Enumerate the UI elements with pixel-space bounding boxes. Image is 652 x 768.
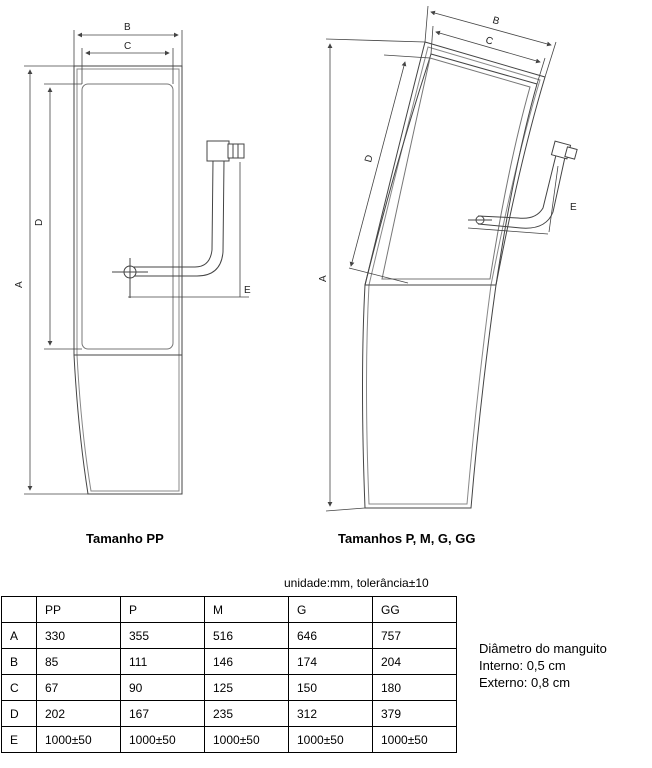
table-cell: 646 — [288, 622, 373, 649]
table-cell: 202 — [36, 700, 121, 727]
row-label: A — [1, 622, 37, 649]
table-cell: 204 — [372, 648, 457, 675]
table-header-row: PP P M G GG — [1, 596, 457, 623]
table-cell: 174 — [288, 648, 373, 675]
table-cell: 355 — [120, 622, 205, 649]
table-cell: 379 — [372, 700, 457, 727]
table-row: A 330 355 516 646 757 — [1, 622, 457, 649]
technical-drawing: B C A D E — [14, 5, 578, 512]
table-cell: 1000±50 — [288, 726, 373, 753]
table-cell: 67 — [36, 674, 121, 701]
pmgg-label-a: A — [318, 275, 329, 282]
table-header-cell: GG — [372, 596, 457, 623]
cuff-pp-dimension-labels: B C A D E — [14, 22, 251, 296]
note-title: Diâmetro do manguito — [479, 641, 607, 656]
caption-pp: Tamanho PP — [86, 531, 164, 546]
pp-label-d: D — [34, 219, 45, 226]
pmgg-label-c: C — [484, 35, 494, 48]
table-cell: 757 — [372, 622, 457, 649]
table-cell: 125 — [204, 674, 289, 701]
table-row: C 67 90 125 150 180 — [1, 674, 457, 701]
table-cell: 85 — [36, 648, 121, 675]
pp-label-a: A — [14, 281, 25, 288]
table-cell: 1000±50 — [372, 726, 457, 753]
table-cell: 90 — [120, 674, 205, 701]
table-header-cell: PP — [36, 596, 121, 623]
row-label: E — [1, 726, 37, 753]
pp-label-e: E — [244, 285, 251, 296]
table-cell: 167 — [120, 700, 205, 727]
cuff-pmgg-dimension-labels: B C A D E — [318, 15, 577, 282]
table-cell: 180 — [372, 674, 457, 701]
pp-label-b: B — [124, 22, 131, 33]
table-cell: 330 — [36, 622, 121, 649]
row-label: D — [1, 700, 37, 727]
row-label: B — [1, 648, 37, 675]
table-row: B 85 111 146 174 204 — [1, 648, 457, 675]
cuff-pmgg-drawing — [325, 5, 578, 512]
table-header-cell: P — [120, 596, 205, 623]
note-inner: Interno: 0,5 cm — [479, 658, 566, 673]
table-row: E 1000±50 1000±50 1000±50 1000±50 1000±5… — [1, 726, 457, 753]
table-cell: 150 — [288, 674, 373, 701]
table-cell: 146 — [204, 648, 289, 675]
cuff-pp-drawing — [24, 30, 249, 495]
pmgg-label-e: E — [570, 202, 577, 213]
note-outer: Externo: 0,8 cm — [479, 675, 571, 690]
table-cell: 1000±50 — [120, 726, 205, 753]
table-header-cell: M — [204, 596, 289, 623]
pp-label-c: C — [124, 41, 131, 52]
pmgg-label-b: B — [491, 15, 501, 28]
table-cell: 235 — [204, 700, 289, 727]
table-cell: 1000±50 — [204, 726, 289, 753]
pmgg-label-d: D — [363, 154, 375, 164]
table-cell: 516 — [204, 622, 289, 649]
table-cell: 1000±50 — [36, 726, 121, 753]
row-label: C — [1, 674, 37, 701]
units-note: unidade:mm, tolerância±10 — [284, 576, 429, 590]
table-cell: 111 — [120, 648, 205, 675]
table-header-cell — [1, 596, 37, 623]
dimensions-table: PP P M G GG A 330 355 516 646 757 B 85 1… — [1, 596, 457, 753]
table-row: D 202 167 235 312 379 — [1, 700, 457, 727]
table-header-cell: G — [288, 596, 373, 623]
caption-pmgg: Tamanhos P, M, G, GG — [338, 531, 476, 546]
table-cell: 312 — [288, 700, 373, 727]
cuff-diameter-note: Diâmetro do manguito Interno: 0,5 cm Ext… — [479, 640, 607, 691]
